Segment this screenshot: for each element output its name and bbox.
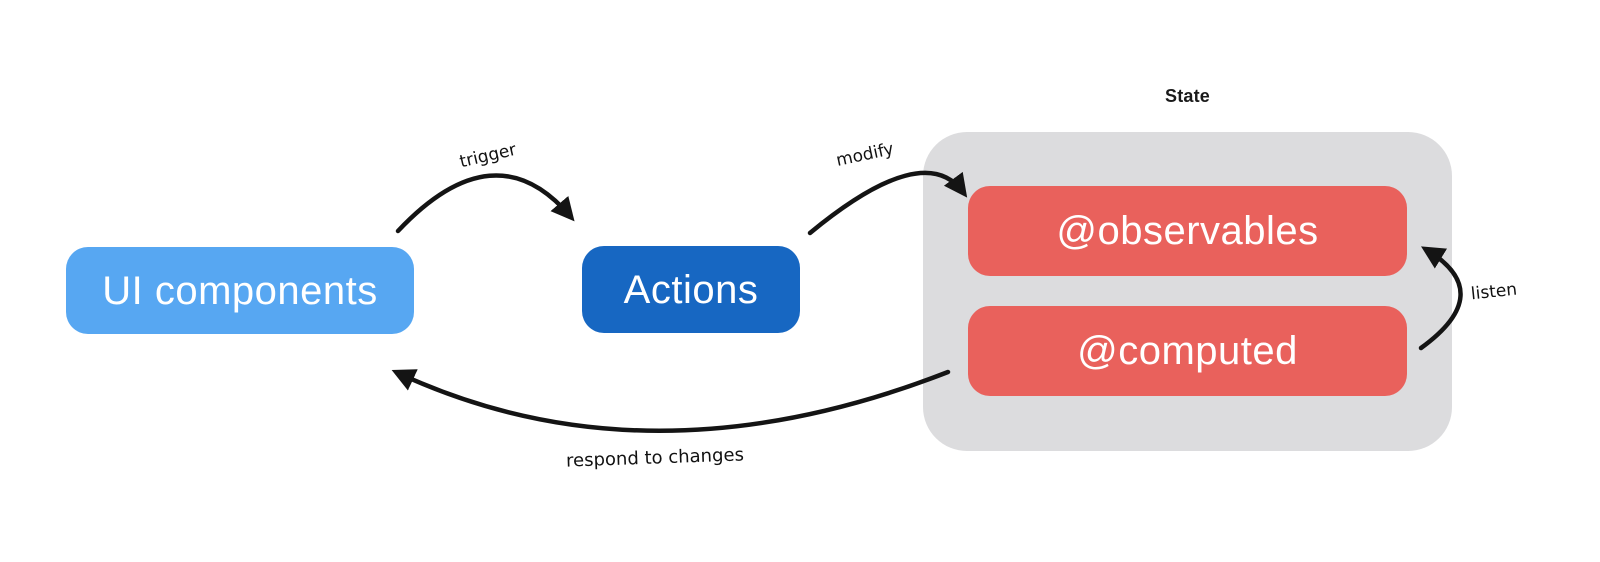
trigger-arrow: [395, 173, 575, 234]
node-computed: @computed: [968, 306, 1407, 396]
node-actions: Actions: [582, 246, 800, 333]
edge-label-respond: respond to changes: [565, 444, 745, 472]
edge-label-trigger: trigger: [457, 139, 519, 173]
node-ui-components: UI components: [66, 247, 414, 334]
respond-arrow: [391, 369, 951, 433]
node-observables: @observables: [968, 186, 1407, 276]
state-group-container: [923, 132, 1452, 451]
edge-label-listen: listen: [1469, 279, 1519, 305]
edge-label-modify: modify: [834, 139, 896, 171]
state-group-title: State: [1164, 86, 1210, 106]
